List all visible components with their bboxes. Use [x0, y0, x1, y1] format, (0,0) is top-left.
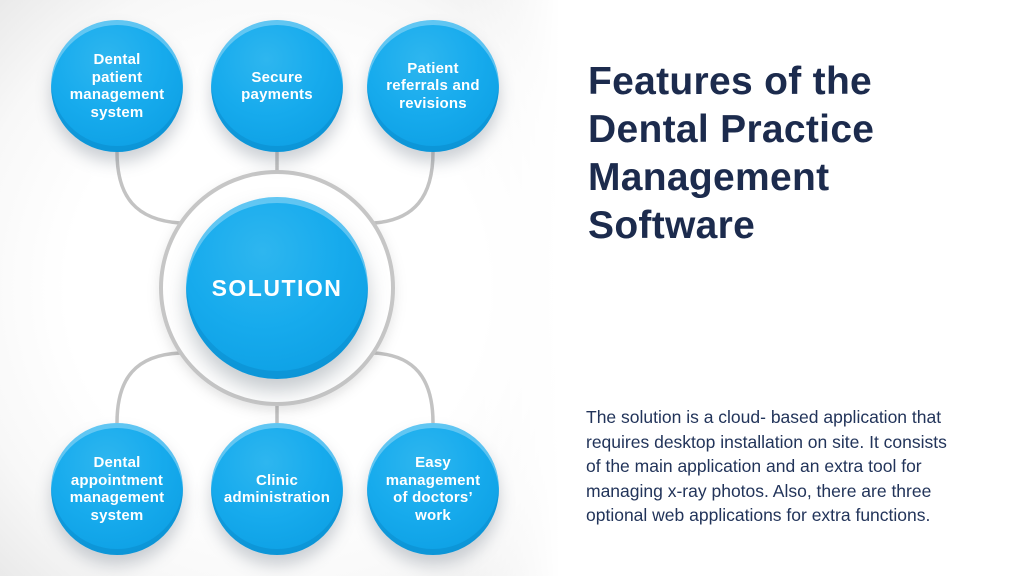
connector-bottom-right — [373, 351, 435, 424]
page-description: The solution is a cloud- based applicati… — [586, 407, 947, 525]
node-label: Easy management of doctors’ work — [385, 454, 481, 524]
solution-node: SOLUTION — [186, 197, 368, 379]
node-dental-appointment-management-system: Dental appointment management system — [51, 423, 183, 555]
node-label: Clinic administration — [223, 471, 331, 507]
node-easy-management-of-doctors-work: Easy management of doctors’ work — [367, 423, 499, 555]
text-panel: Features of the Dental Practice Manageme… — [560, 0, 1024, 576]
connector-top-right — [373, 151, 435, 225]
connector-top-left — [115, 151, 181, 225]
node-secure-payments: Secure payments — [211, 20, 343, 152]
node-label: Secure payments — [241, 68, 313, 104]
node-label: Dental appointment management system — [69, 454, 165, 524]
connector-bottom-left — [115, 351, 181, 424]
node-label: Patient referrals and revisions — [386, 59, 480, 112]
page-title: Features of the Dental Practice Manageme… — [588, 60, 875, 247]
solution-label: SOLUTION — [211, 274, 343, 301]
solution-diagram: Dental patient management system Secure … — [0, 0, 560, 576]
node-patient-referrals-and-revisions: Patient referrals and revisions — [367, 20, 499, 152]
node-dental-patient-management-system: Dental patient management system — [51, 20, 183, 152]
node-clinic-administration: Clinic administration — [211, 423, 343, 555]
node-label: Dental patient management system — [69, 51, 165, 121]
